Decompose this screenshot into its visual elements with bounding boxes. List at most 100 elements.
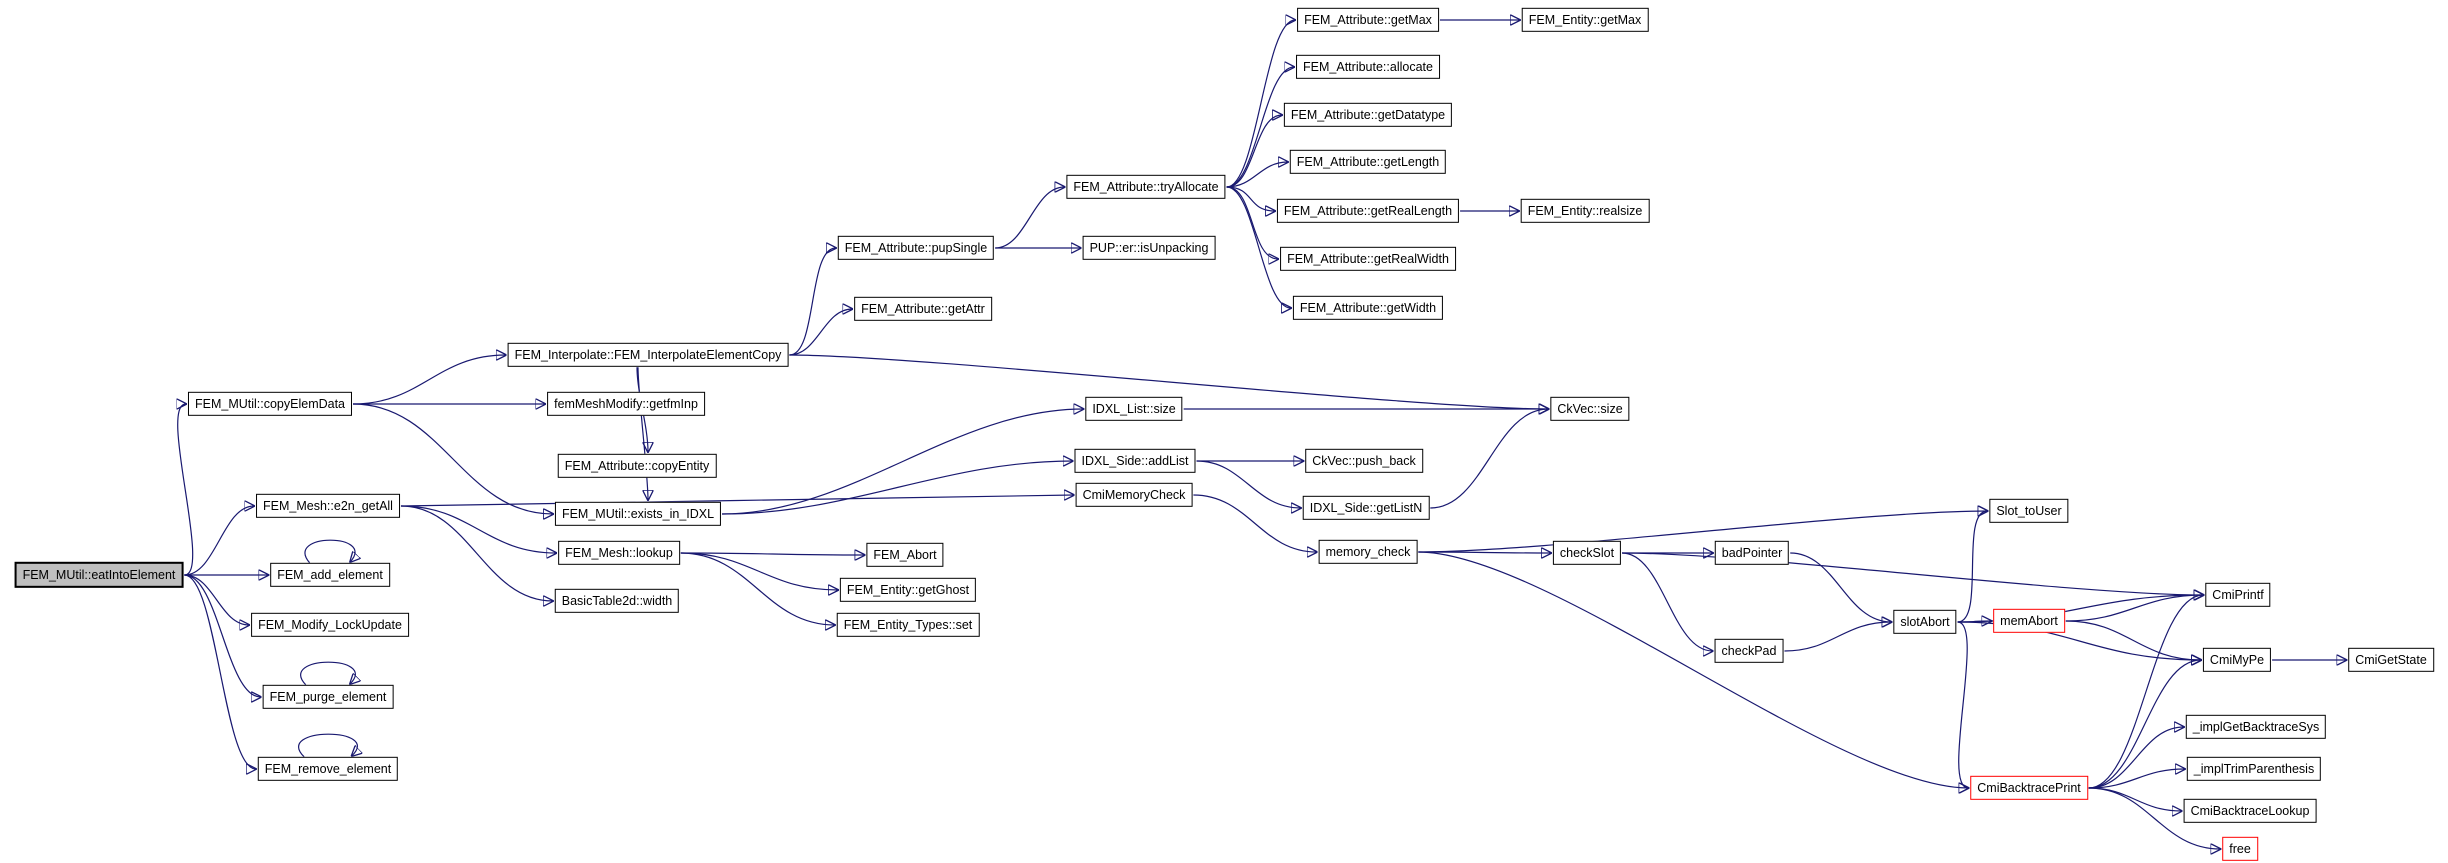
- edge-tryalloc-to-alloc: [1226, 67, 1294, 188]
- edge-tryalloc-to-getmax: [1226, 20, 1295, 188]
- edge-tryalloc-to-getreallen: [1226, 186, 1275, 211]
- edge-memcheck-to-backtrace: [1418, 551, 1968, 788]
- node-e2n[interactable]: FEM_Mesh::e2n_getAll: [256, 493, 400, 519]
- node-egetmax[interactable]: FEM_Entity::getMax: [1521, 7, 1649, 33]
- node-exists[interactable]: FEM_MUtil::exists_in_IDXL: [554, 501, 722, 527]
- edge-e2n-to-btwidth: [400, 505, 553, 601]
- node-remove[interactable]: FEM_remove_element: [257, 756, 399, 782]
- edge-remove-to-remove: [298, 733, 358, 757]
- node-pupsingle[interactable]: FEM_Attribute::pupSingle: [837, 235, 995, 261]
- node-realsize[interactable]: FEM_Entity::realsize: [1520, 198, 1650, 224]
- edge-checkslot-to-cmiprintf: [1622, 552, 2203, 595]
- node-lockupd[interactable]: FEM_Modify_LockUpdate: [251, 612, 409, 638]
- edge-badptr-to-slotabort: [1790, 552, 1891, 622]
- edge-copyelemdata-to-interp: [353, 355, 506, 405]
- edge-eat-to-e2n: [184, 506, 254, 576]
- node-getlistn[interactable]: IDXL_Side::getListN: [1302, 495, 1430, 521]
- node-slotabort[interactable]: slotAbort: [1893, 609, 1957, 635]
- edge-tryalloc-to-getlen: [1226, 162, 1288, 188]
- node-interp[interactable]: FEM_Interpolate::FEM_InterpolateElementC…: [507, 342, 789, 368]
- node-checkslot[interactable]: checkSlot: [1552, 540, 1622, 566]
- node-free[interactable]: free: [2222, 836, 2258, 862]
- edge-tryalloc-to-getdt: [1226, 115, 1282, 188]
- edge-memcheck-to-slottouser: [1418, 511, 1987, 553]
- edge-interp-to-exists: [637, 367, 648, 500]
- node-cmigetstate[interactable]: CmiGetState: [2348, 647, 2434, 673]
- edge-exists-to-ilsize: [722, 409, 1083, 515]
- edge-exists-to-addlist: [722, 461, 1072, 515]
- edge-backtrace-to-implget: [2088, 727, 2184, 789]
- edge-e2n-to-cmimem: [400, 495, 1074, 507]
- edge-interp-to-getattr: [789, 309, 852, 356]
- edge-interp-to-pupsingle: [789, 248, 835, 356]
- node-copyelemdata[interactable]: FEM_MUtil::copyElemData: [187, 391, 353, 417]
- node-btwidth[interactable]: BasicTable2d::width: [554, 588, 680, 614]
- edge-lookup-to-getghost: [680, 552, 838, 590]
- edge-backtrace-to-free: [2088, 787, 2220, 849]
- node-cmiprintf[interactable]: CmiPrintf: [2205, 582, 2271, 608]
- node-isunpack[interactable]: PUP::er::isUnpacking: [1082, 235, 1216, 261]
- edge-addlist-to-getlistn: [1196, 460, 1301, 508]
- node-memcheck[interactable]: memory_check: [1318, 539, 1418, 565]
- edge-backtrace-to-btlookup: [2088, 787, 2182, 811]
- edge-eat-to-remove: [184, 574, 255, 769]
- node-getlen[interactable]: FEM_Attribute::getLength: [1289, 149, 1447, 175]
- node-cksize[interactable]: CkVec::size: [1550, 396, 1630, 422]
- node-checkpad[interactable]: checkPad: [1714, 638, 1784, 664]
- node-implget[interactable]: _implGetBacktraceSys: [2185, 714, 2327, 740]
- node-purge[interactable]: FEM_purge_element: [262, 684, 394, 710]
- edge-eat-to-lockupd: [184, 574, 249, 625]
- edge-cmimem-to-memcheck: [1193, 494, 1316, 552]
- edge-backtrace-to-cmiprintf: [2088, 595, 2204, 789]
- node-cmimype[interactable]: CmiMyPe: [2202, 647, 2272, 673]
- node-cmimem[interactable]: CmiMemoryCheck: [1075, 482, 1193, 508]
- edge-interp-to-cksize: [789, 354, 1548, 409]
- edge-lookup-to-typeset: [680, 552, 835, 625]
- node-addlist[interactable]: IDXL_Side::addList: [1074, 448, 1196, 474]
- node-getmax[interactable]: FEM_Attribute::getMax: [1297, 7, 1439, 33]
- node-memabort[interactable]: memAbort: [1993, 608, 2065, 634]
- node-getattr[interactable]: FEM_Attribute::getAttr: [854, 296, 992, 322]
- node-abort[interactable]: FEM_Abort: [866, 542, 944, 568]
- node-slottouser[interactable]: Slot_toUser: [1989, 498, 2069, 524]
- node-lookup[interactable]: FEM_Mesh::lookup: [558, 540, 680, 566]
- edge-backtrace-to-impltrim: [2088, 769, 2185, 789]
- edge-slotabort-to-slottouser: [1957, 511, 1988, 623]
- node-badptr[interactable]: badPointer: [1714, 540, 1790, 566]
- edge-memabort-to-cmiprintf: [2065, 595, 2203, 622]
- node-impltrim[interactable]: _implTrimParenthesis: [2186, 756, 2322, 782]
- node-getdt[interactable]: FEM_Attribute::getDatatype: [1283, 102, 1453, 128]
- node-eat[interactable]: FEM_MUtil::eatIntoElement: [14, 561, 184, 589]
- edge-getlistn-to-cksize: [1430, 409, 1548, 509]
- node-typeset[interactable]: FEM_Entity_Types::set: [836, 612, 980, 638]
- edge-purge-to-purge: [300, 661, 356, 685]
- edge-tryalloc-to-getw: [1226, 186, 1291, 308]
- edge-memabort-to-cmimype: [2065, 620, 2201, 660]
- node-getghost[interactable]: FEM_Entity::getGhost: [839, 577, 977, 603]
- edge-checkpad-to-slotabort: [1784, 622, 1891, 652]
- edge-pupsingle-to-tryalloc: [995, 187, 1064, 249]
- node-addel[interactable]: FEM_add_element: [270, 562, 390, 588]
- node-pushback[interactable]: CkVec::push_back: [1305, 448, 1423, 474]
- node-getw[interactable]: FEM_Attribute::getWidth: [1292, 295, 1444, 321]
- edge-tryalloc-to-getrealw: [1226, 186, 1278, 259]
- edge-e2n-to-lookup: [400, 505, 556, 553]
- node-ilsize[interactable]: IDXL_List::size: [1085, 396, 1183, 422]
- edge-eat-to-copyelemdata: [178, 404, 194, 576]
- node-backtrace[interactable]: CmiBacktracePrint: [1970, 775, 2088, 801]
- edge-lookup-to-abort: [680, 553, 865, 555]
- node-copyent[interactable]: FEM_Attribute::copyEntity: [557, 453, 717, 479]
- node-getfminp[interactable]: femMeshModify::getfmInp: [547, 391, 705, 417]
- edge-copyelemdata-to-exists: [353, 403, 553, 514]
- edge-addel-to-addel: [304, 539, 355, 563]
- node-tryalloc[interactable]: FEM_Attribute::tryAllocate: [1066, 174, 1226, 200]
- node-alloc[interactable]: FEM_Attribute::allocate: [1296, 54, 1440, 80]
- node-getrealw[interactable]: FEM_Attribute::getRealWidth: [1280, 246, 1456, 272]
- node-btlookup[interactable]: CmiBacktraceLookup: [2183, 798, 2317, 824]
- edge-checkslot-to-checkpad: [1622, 552, 1712, 651]
- edge-backtrace-to-cmimype: [2088, 660, 2201, 789]
- edge-slotabort-to-backtrace: [1957, 621, 1969, 788]
- edge-eat-to-purge: [184, 574, 260, 697]
- node-getreallen[interactable]: FEM_Attribute::getRealLength: [1276, 198, 1460, 224]
